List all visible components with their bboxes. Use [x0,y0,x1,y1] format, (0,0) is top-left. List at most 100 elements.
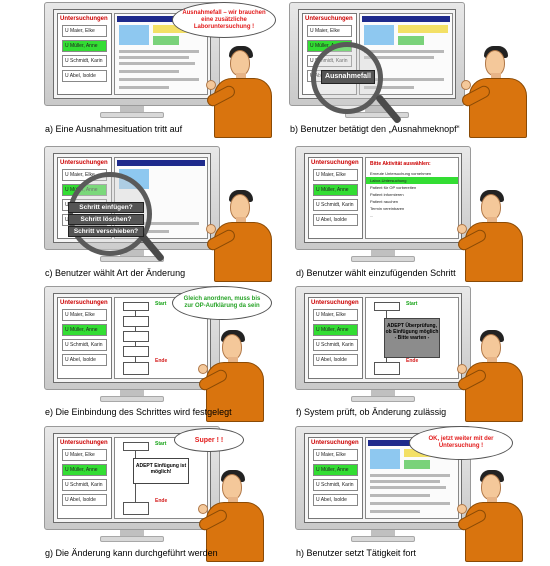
form-row [119,222,199,225]
person [194,452,274,562]
option-move-step[interactable]: Schritt verschieben? [68,226,144,237]
monitor-foot [351,536,415,542]
list-item[interactable]: U Maier, Elke [313,449,358,461]
list-item[interactable]: U Abel, Isolde [62,354,107,366]
speech-bubble: OK, jetzt weiter mit der Untersuchung ! [409,426,513,460]
person-neck [236,73,246,81]
form-block [398,25,448,33]
form-row [119,78,199,81]
person-neck [491,73,501,81]
monitor-foot [100,396,164,402]
form-row [370,480,440,483]
list-item[interactable]: U Maier, Elke [313,309,358,321]
list-title: Untersuchungen [311,160,359,166]
dialog-item[interactable]: Patient informieren [370,192,404,197]
list-item[interactable]: U Schmidt, Karin [62,479,107,491]
dialog-item[interactable]: Termin vereinbaren [370,206,405,211]
person-neck [487,497,497,505]
flow-node [123,502,149,515]
panel-g: Untersuchungen U Maier, Elke U Müller, A… [44,426,306,562]
person-neck [236,217,246,225]
monitor-foot [345,112,409,118]
panel-a: Untersuchungen U Maier, Elke U Müller, A… [44,2,306,138]
monitor: Untersuchungen U Maier, Elke U Müller, A… [44,426,220,542]
flow-node [374,362,400,375]
examination-list: Untersuchungen U Maier, Elke U Müller, A… [308,437,363,519]
monitor: Untersuchungen U Maier, Elke U Müller, A… [295,146,471,262]
list-item[interactable]: U Abel, Isolde [313,214,358,226]
monitor-foot [351,396,415,402]
dialog-title: Bitte Aktivität auswählen: [370,161,431,167]
list-title: Untersuchungen [60,16,108,22]
form-titlebar [362,16,450,22]
dialog-item[interactable]: ... [370,213,374,218]
person-neck [487,357,497,365]
list-item[interactable]: U Schmidt, Karin [62,339,107,351]
panel-f: Untersuchungen U Maier, Elke U Müller, A… [295,286,550,422]
monitor: Untersuchungen U Maier, Elke U Müller, A… [295,286,471,402]
list-item-active[interactable]: U Müller, Anne [313,324,358,336]
end-label: Ende [406,358,419,364]
panel-d: Untersuchungen U Maier, Elke U Müller, A… [295,146,550,282]
caption-f: f) System prüft, ob Änderung zulässig [296,407,447,417]
dialog-item[interactable]: Patient für OP vorbereiten [370,185,417,190]
list-item[interactable]: U Maier, Elke [313,169,358,181]
list-item[interactable]: U Maier, Elke [62,25,107,37]
list-title: Untersuchungen [60,440,108,446]
list-item[interactable]: U Schmidt, Karin [313,339,358,351]
examination-list: Untersuchungen U Maier, Elke U Müller, A… [308,157,363,239]
option-insert-step[interactable]: Schritt einfügen? [68,202,144,213]
list-item[interactable]: U Maier, Elke [62,309,107,321]
form-row [119,50,199,53]
list-item-active[interactable]: U Müller, Anne [62,464,107,476]
monitor-neck [365,106,389,113]
list-item[interactable]: U Abel, Isolde [313,354,358,366]
flow-node [123,346,149,357]
caption-e: e) Die Einbindung des Schrittes wird fes… [45,407,232,417]
exception-button[interactable]: Ausnahmefall [321,70,375,84]
form-block [370,449,400,469]
monitor-foot [100,536,164,542]
person-hand [198,364,208,374]
list-item-active[interactable]: U Müller, Anne [313,184,358,196]
person-hand [457,364,467,374]
list-title: Untersuchungen [311,440,359,446]
option-delete-step[interactable]: Schritt löschen? [68,214,144,225]
list-item-active[interactable]: U Müller, Anne [62,40,107,52]
flow-node [123,442,149,451]
person [202,28,282,138]
speech-bubble: Super ! ! [174,428,244,452]
caption-g: g) Die Änderung kann durchgeführt werden [45,548,218,558]
caption-c: c) Benutzer wählt Art der Änderung [45,268,186,278]
list-item-active[interactable]: U Müller, Anne [62,324,107,336]
process-graph: Start Ende ADEPT Überprüfung, ob Einfügu… [365,297,459,379]
examination-list: Untersuchungen U Maier, Elke U Müller, A… [57,297,112,379]
form-row [370,502,450,505]
monitor-neck [120,250,144,257]
list-item[interactable]: U Abel, Isolde [62,70,107,82]
dialog-item-selected[interactable]: Labor-Untersuchung [366,177,458,184]
person-neck [228,357,238,365]
person [453,452,533,562]
list-item[interactable]: U Maier, Elke [62,449,107,461]
list-item[interactable]: U Maier, Elke [307,25,352,37]
monitor-neck [120,530,144,537]
form-row [370,494,430,497]
form-row [364,50,444,53]
list-item[interactable]: U Schmidt, Karin [313,199,358,211]
list-item[interactable]: U Abel, Isolde [313,494,358,506]
end-label: Ende [155,358,168,364]
list-item-active[interactable]: U Müller, Anne [313,464,358,476]
list-title: Untersuchungen [305,16,353,22]
examination-list: Untersuchungen U Maier, Elke U Müller, A… [57,437,112,519]
monitor-neck [120,390,144,397]
dialog-item[interactable]: Patient rauchen [370,199,399,204]
list-item[interactable]: U Schmidt, Karin [62,55,107,67]
form-row [119,70,179,73]
examination-list: Untersuchungen U Maier, Elke U Müller, A… [308,297,363,379]
list-item[interactable]: U Abel, Isolde [62,494,107,506]
form-row [119,86,169,89]
dialog-item[interactable]: Erneute Untersuchung vornehmen [370,171,432,176]
list-item[interactable]: U Schmidt, Karin [313,479,358,491]
person-hand [461,80,471,90]
